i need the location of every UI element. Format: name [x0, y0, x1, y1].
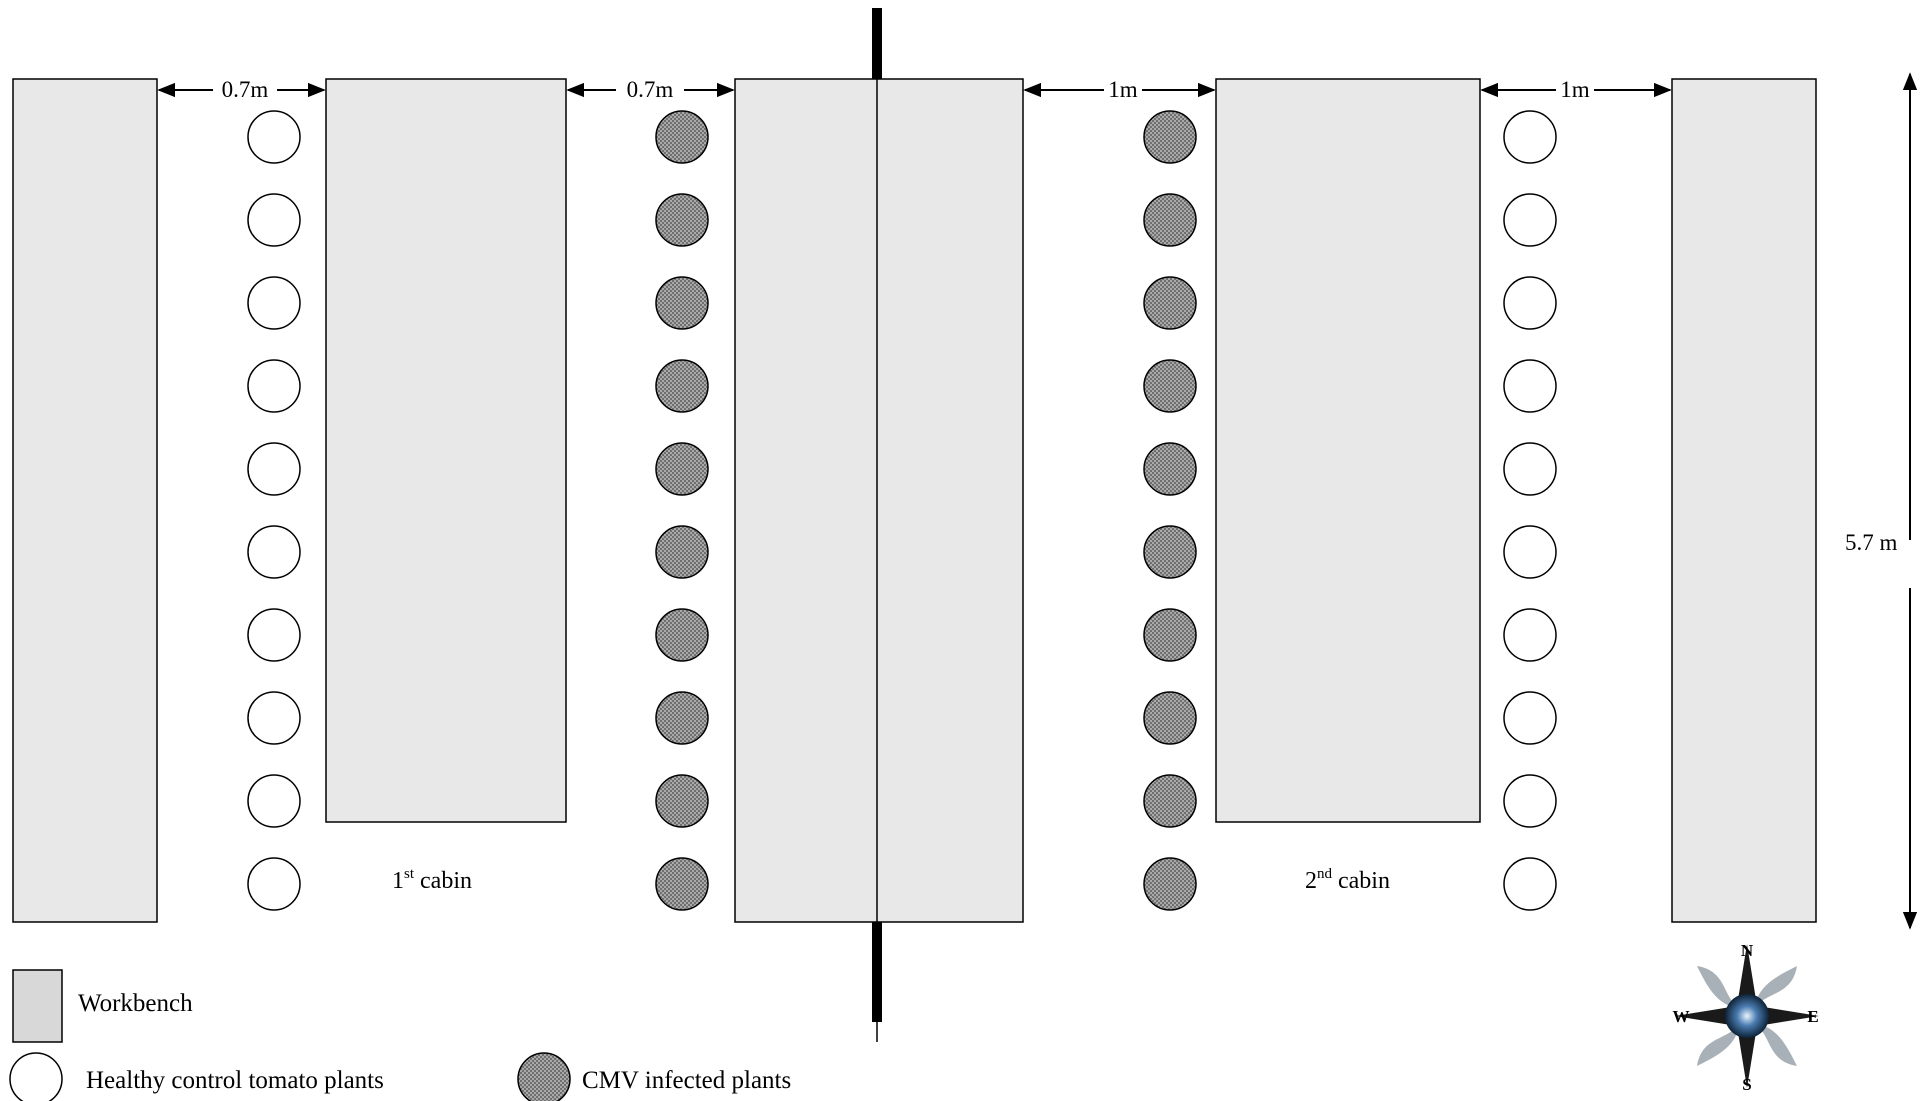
legend: Workbench Healthy control tomato plants … — [9, 969, 791, 1101]
infected-plant-row3 — [1143, 442, 1197, 496]
legend-healthy-label: Healthy control tomato plants — [86, 1067, 384, 1094]
spacing-arrow-3: 1m — [1023, 77, 1216, 102]
legend-workbench-swatch — [12, 969, 63, 1043]
infected-plant-row2 — [655, 857, 709, 911]
infected-plant-row2 — [655, 193, 709, 247]
spacing-arrow-1: 0.7m — [157, 77, 326, 102]
healthy-plant-row1 — [247, 525, 301, 579]
infected-plant-row2 — [655, 359, 709, 413]
plant-rows — [247, 110, 1557, 911]
infected-plant-row3 — [1143, 608, 1197, 662]
healthy-plant-row1 — [247, 442, 301, 496]
wall-top-segment — [872, 8, 882, 80]
spacing-dimensions: 0.7m 0.7m 1m 1m — [157, 77, 1672, 102]
healthy-plant-row1 — [247, 691, 301, 745]
healthy-plant-row1 — [247, 193, 301, 247]
workbenches — [12, 78, 1817, 923]
healthy-plant-row4 — [1503, 276, 1557, 330]
compass-e-label: E — [1807, 1007, 1818, 1026]
spacing-arrow-4: 1m — [1480, 77, 1672, 102]
workbench-5 — [1671, 78, 1817, 923]
infected-plant-row3 — [1143, 525, 1197, 579]
spacing-label-1: 0.7m — [222, 77, 269, 102]
healthy-plant-row4 — [1503, 857, 1557, 911]
spacing-label-2: 0.7m — [627, 77, 674, 102]
infected-plant-row2 — [655, 442, 709, 496]
infected-plant-row2 — [655, 608, 709, 662]
healthy-plant-row1 — [247, 608, 301, 662]
workbench-3 — [734, 78, 1024, 923]
healthy-plant-row1 — [247, 359, 301, 413]
length-dimension: 5.7 m — [1845, 72, 1918, 930]
spacing-arrow-2: 0.7m — [566, 77, 735, 102]
compass-w-label: W — [1673, 1007, 1690, 1026]
compass-n-label: N — [1741, 941, 1754, 960]
legend-infected-swatch — [517, 1052, 571, 1101]
workbench-4 — [1215, 78, 1481, 823]
infected-plant-row3 — [1143, 276, 1197, 330]
workbench-1 — [12, 78, 158, 923]
healthy-plant-row1 — [247, 857, 301, 911]
workbench-2 — [325, 78, 567, 823]
healthy-plant-row4 — [1503, 110, 1557, 164]
compass-s-label: S — [1742, 1075, 1751, 1094]
legend-workbench-label: Workbench — [78, 990, 193, 1017]
infected-plant-row3 — [1143, 193, 1197, 247]
infected-plant-row3 — [1143, 691, 1197, 745]
healthy-plant-row4 — [1503, 774, 1557, 828]
compass-rose-icon: N S E W — [1673, 941, 1819, 1094]
infected-plant-row2 — [655, 110, 709, 164]
compass-orb — [1725, 994, 1769, 1038]
infected-plant-row2 — [655, 276, 709, 330]
wall-bottom-segment — [872, 922, 882, 1022]
healthy-plant-row1 — [247, 110, 301, 164]
spacing-label-4: 1m — [1560, 77, 1590, 102]
healthy-plant-row1 — [247, 774, 301, 828]
healthy-plant-row4 — [1503, 525, 1557, 579]
healthy-plant-row4 — [1503, 193, 1557, 247]
infected-plant-row2 — [655, 774, 709, 828]
legend-infected-label: CMV infected plants — [582, 1067, 791, 1094]
infected-plant-row3 — [1143, 774, 1197, 828]
infected-plant-row3 — [1143, 857, 1197, 911]
length-label: 5.7 m — [1845, 530, 1898, 555]
compass-swirls — [1697, 966, 1797, 1066]
spacing-label-3: 1m — [1108, 77, 1138, 102]
infected-plant-row2 — [655, 691, 709, 745]
healthy-plant-row4 — [1503, 442, 1557, 496]
legend-healthy-swatch — [9, 1052, 63, 1101]
healthy-plant-row4 — [1503, 359, 1557, 413]
healthy-plant-row4 — [1503, 691, 1557, 745]
healthy-plant-row1 — [247, 276, 301, 330]
infected-plant-row3 — [1143, 359, 1197, 413]
infected-plant-row2 — [655, 525, 709, 579]
healthy-plant-row4 — [1503, 608, 1557, 662]
infected-plant-row3 — [1143, 110, 1197, 164]
